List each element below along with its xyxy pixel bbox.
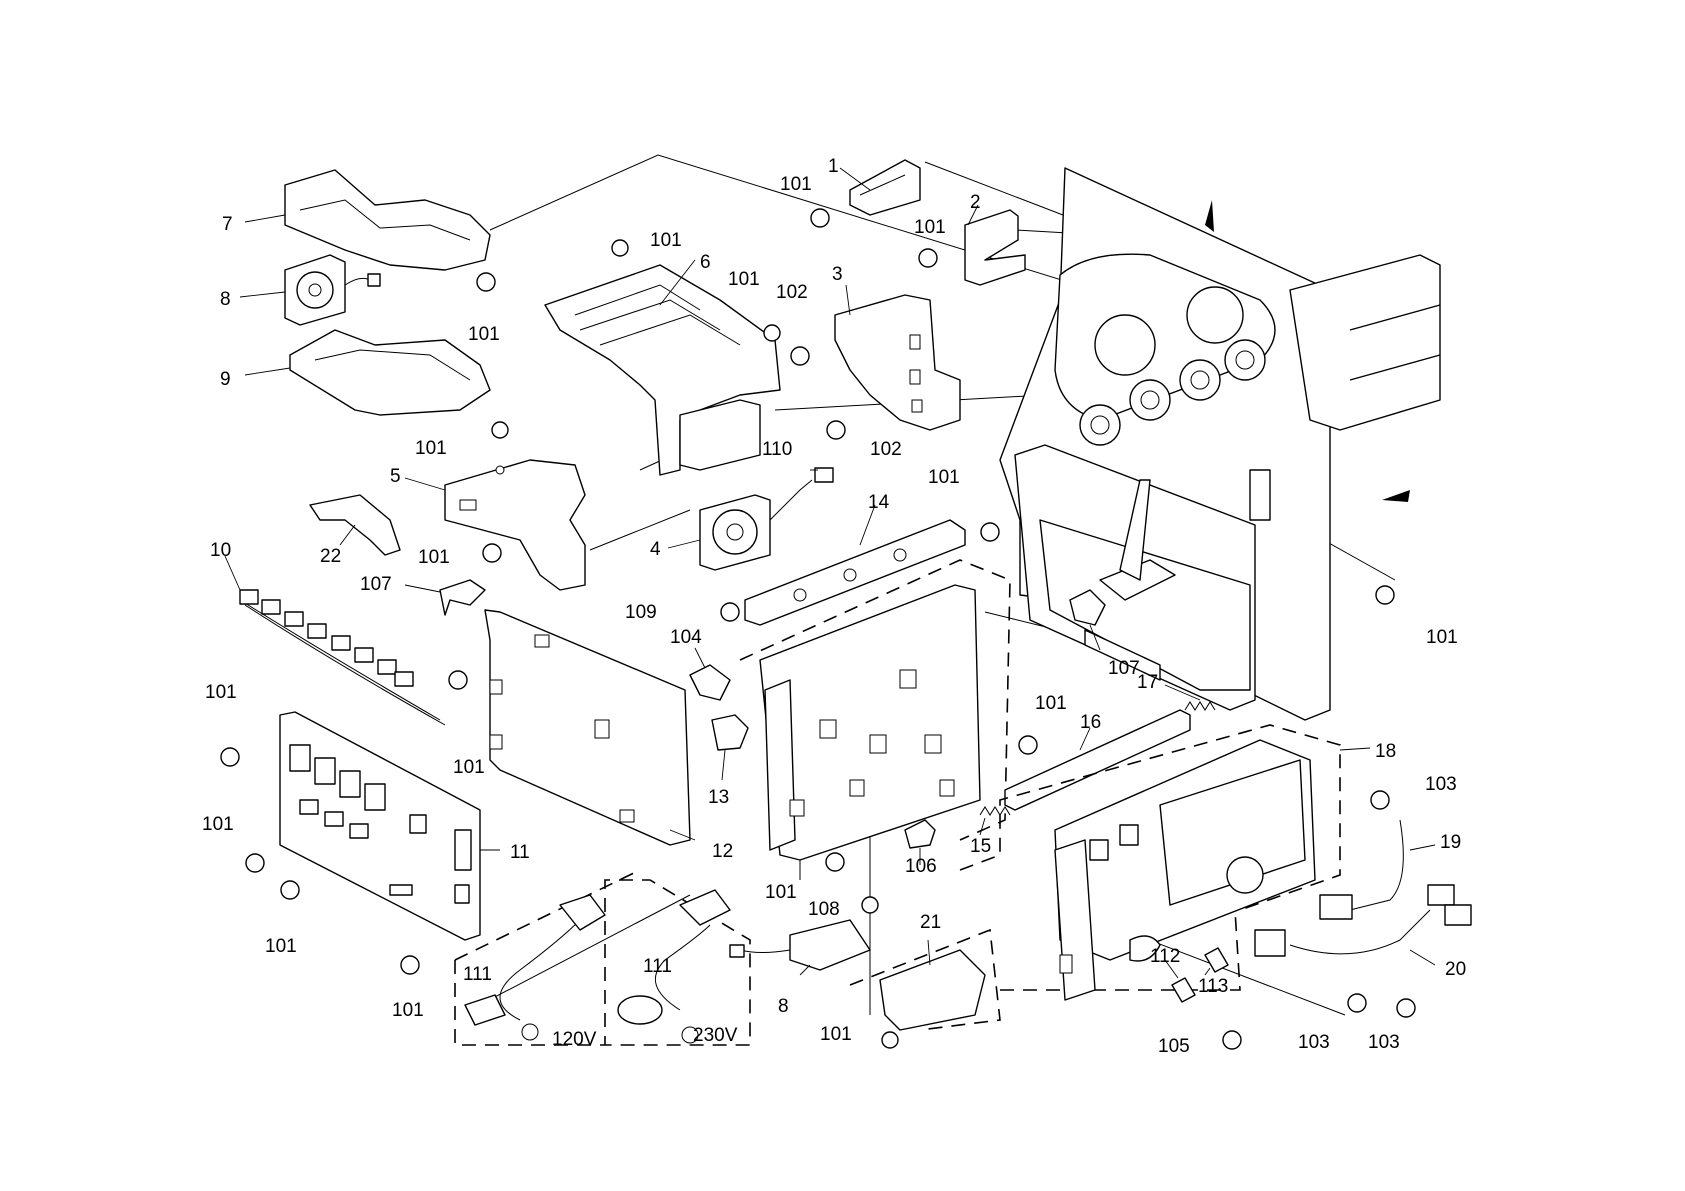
label-part-109: 109 [625, 602, 657, 623]
part-15-spring [980, 807, 1010, 835]
label-part-16: 16 [1080, 712, 1101, 733]
label-part-3: 3 [832, 264, 843, 285]
part-104-clamp [690, 648, 730, 700]
label-screw-101: 101 [820, 1024, 852, 1045]
part-19-cable [1320, 820, 1435, 919]
part-113-fuse [1205, 948, 1228, 975]
label-230v: 230V [693, 1025, 738, 1046]
label-part-6: 6 [700, 252, 711, 273]
label-screw-101: 101 [1426, 627, 1458, 648]
label-part-7: 7 [222, 214, 233, 235]
part-1-bracket [840, 160, 920, 215]
label-part-111: 111 [463, 964, 492, 985]
label-screw-103: 103 [1425, 774, 1457, 795]
part-13-clamp [712, 715, 748, 780]
label-screw-101: 101 [453, 757, 485, 778]
part-5-cover [405, 460, 585, 590]
label-part-107: 107 [1108, 658, 1140, 679]
part-111-cord-230v [618, 890, 730, 1043]
label-screw-101: 101 [928, 467, 960, 488]
label-part-105: 105 [1158, 1036, 1190, 1057]
label-screw-101: 101 [468, 324, 500, 345]
part-8-fan [240, 255, 380, 325]
label-screw-101: 101 [392, 1000, 424, 1021]
label-part-1: 1 [828, 156, 839, 177]
label-part-104: 104 [670, 627, 702, 648]
label-part-106: 106 [905, 856, 937, 877]
main-frame [1000, 168, 1440, 720]
part-20-cable [1255, 885, 1471, 965]
label-screw-103: 103 [1298, 1032, 1330, 1053]
label-screw-101: 101 [728, 269, 760, 290]
part-9-duct [245, 330, 490, 415]
part-7-duct [245, 170, 490, 270]
label-screw-103: 103 [1368, 1032, 1400, 1053]
label-screw-101: 101 [415, 438, 447, 459]
label-part-107: 107 [360, 574, 392, 595]
label-part-112: 112 [1150, 946, 1180, 967]
label-part-18: 18 [1375, 741, 1396, 762]
label-part-108: 108 [808, 899, 840, 920]
label-screw-102: 102 [776, 282, 808, 303]
label-screw-101: 101 [765, 882, 797, 903]
part-21-cover [850, 930, 1000, 1030]
label-part-22: 22 [320, 546, 341, 567]
label-part-111: 111 [643, 956, 672, 977]
part-6-duct [545, 260, 780, 475]
label-screw-101: 101 [780, 174, 812, 195]
part-12-plate [485, 610, 695, 845]
label-screw-101: 101 [914, 217, 946, 238]
part-107-clamp-left [405, 580, 485, 615]
label-part-12: 12 [712, 841, 733, 862]
label-part-17: 17 [1137, 672, 1158, 693]
label-part-19: 19 [1440, 832, 1461, 853]
label-part-20: 20 [1445, 959, 1466, 980]
label-part-14: 14 [868, 492, 890, 513]
label-part-9: 9 [220, 369, 231, 390]
label-screw-101: 101 [650, 230, 682, 251]
label-part-10: 10 [210, 540, 231, 561]
part-2-bracket [965, 205, 1025, 285]
label-part-8-fan: 8 [220, 289, 231, 310]
label-part-13: 13 [708, 787, 729, 808]
label-part-110: 110 [762, 439, 792, 460]
label-screw-101: 101 [265, 936, 297, 957]
label-screw-101: 101 [418, 547, 450, 568]
label-part-2: 2 [970, 192, 981, 213]
label-part-11: 11 [510, 842, 530, 863]
part-8-unit [730, 920, 870, 975]
part-4-fan [668, 468, 833, 570]
label-screw-102: 102 [870, 439, 902, 460]
part-3-holder [835, 285, 960, 430]
label-part-15: 15 [970, 836, 991, 857]
label-part-4: 4 [650, 539, 661, 560]
label-screw-101: 101 [205, 682, 237, 703]
label-part-21: 21 [920, 912, 941, 933]
label-120v: 120V [552, 1029, 597, 1050]
label-part-113: 113 [1198, 976, 1228, 997]
label-screw-101: 101 [1035, 693, 1067, 714]
label-part-5: 5 [390, 466, 401, 487]
label-screw-101: 101 [202, 814, 234, 835]
part-10-harness [225, 556, 445, 725]
part-11-board [280, 712, 500, 940]
label-part-8-unit: 8 [778, 996, 789, 1017]
